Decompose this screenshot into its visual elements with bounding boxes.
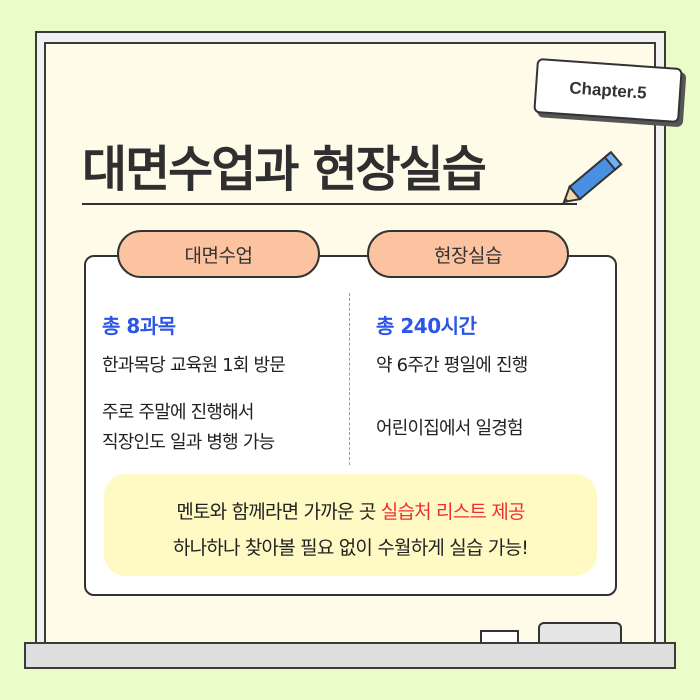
bubble-highlight: 실습처 리스트 제공	[380, 501, 526, 523]
left-line-3: 직장인도 일과 병행 가능	[102, 432, 275, 453]
bubble-line-1: 멘토와 함께라면 가까운 곳 실습처 리스트 제공	[104, 497, 597, 524]
chapter-tag: Chapter.5	[533, 57, 683, 124]
pill-label: 대면수업	[184, 244, 253, 267]
chalk	[480, 630, 519, 643]
left-line-1: 한과목당 교육원 1회 방문	[102, 355, 286, 376]
title-underline	[82, 203, 577, 205]
pill-field-practice: 현장실습	[367, 230, 569, 278]
mentor-bubble	[104, 474, 597, 576]
left-headline: 총 8과목	[102, 314, 176, 338]
bubble-text: 멘토와 함께라면 가까운 곳	[176, 501, 381, 523]
chapter-label: Chapter.5	[568, 77, 648, 103]
eraser	[538, 622, 622, 643]
right-headline: 총 240시간	[376, 314, 477, 338]
left-line-2: 주로 주말에 진행해서	[102, 402, 254, 423]
pill-face-to-face: 대면수업	[117, 230, 320, 278]
right-line-2: 어린이집에서 일경험	[376, 418, 524, 439]
column-divider	[349, 293, 350, 465]
page-title: 대면수업과 현장실습	[82, 141, 487, 198]
chalk-tray	[24, 642, 676, 669]
bubble-line-2: 하나하나 찾아볼 필요 없이 수월하게 실습 가능!	[172, 537, 529, 559]
pencil-icon	[562, 150, 623, 204]
right-line-1: 약 6주간 평일에 진행	[376, 355, 528, 376]
pill-label: 현장실습	[434, 244, 502, 267]
